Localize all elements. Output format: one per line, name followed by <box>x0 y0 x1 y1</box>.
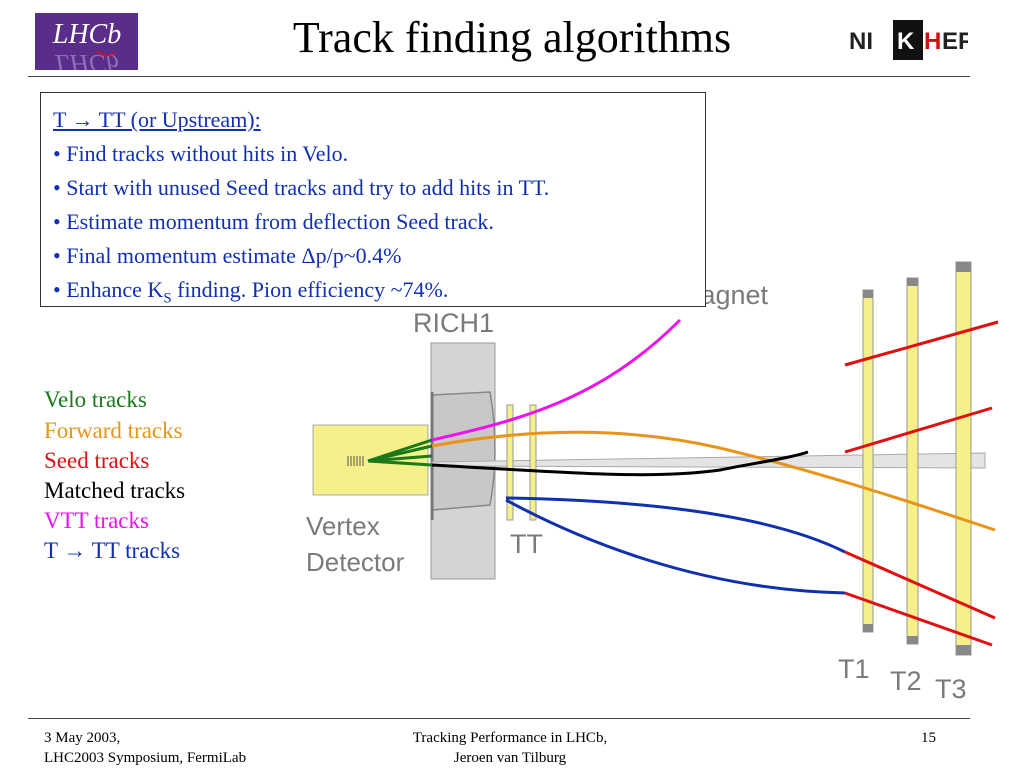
box-heading: T → TT (or Upstream): <box>53 107 261 132</box>
legend-vtt-tracks: VTT tracks <box>44 508 149 533</box>
nikhef-logo: NI K H EF <box>846 18 973 62</box>
bullet-1: • Find tracks without hits in Velo. <box>53 141 349 166</box>
rich1-label: RICH1 <box>413 308 494 338</box>
svg-text:H: H <box>924 28 941 55</box>
bullet-2: • Start with unused Seed tracks and try … <box>53 175 550 200</box>
vertex-label-2: Detector <box>306 547 405 577</box>
seed-track-4 <box>844 591 993 647</box>
tt-label: TT <box>510 529 543 559</box>
footer-talk-title: Tracking Performance in LHCb, <box>412 730 608 746</box>
legend-matched-tracks: Matched tracks <box>44 478 186 503</box>
t2-label: T2 <box>890 666 922 696</box>
page-title: Track finding algorithms <box>292 13 732 62</box>
svg-text:K: K <box>897 28 915 55</box>
legend-forward-tracks: Forward tracks <box>44 418 183 443</box>
legend-seed-tracks: Seed tracks <box>44 448 150 473</box>
legend-velo-tracks: Velo tracks <box>44 387 147 412</box>
forward-track <box>431 430 996 532</box>
velo-track-4 <box>367 459 433 467</box>
footer-date: 3 May 2003, <box>44 730 121 746</box>
t3-label: T3 <box>935 674 967 704</box>
vertex-label-1: Vertex <box>306 511 380 541</box>
vtt-track <box>431 318 682 442</box>
header-rule <box>28 76 970 77</box>
t1-station <box>862 289 874 633</box>
footer-rule <box>28 718 970 719</box>
tt-station-a <box>506 404 514 521</box>
footer-left: 3 May 2003, LHC2003 Symposium, FermiLab <box>44 728 246 768</box>
seed-track-2 <box>844 406 993 454</box>
lhcb-logo: LHCb LHCb <box>35 13 138 78</box>
t-tt-track-2 <box>505 498 846 595</box>
seed-track-1 <box>844 320 999 367</box>
rich1-mirror <box>431 391 496 511</box>
legend-t-tt-tracks: T → TT tracks <box>44 538 181 563</box>
beam-pipe <box>431 452 986 469</box>
tt-station-b <box>529 404 537 521</box>
svg-text:EF: EF <box>942 28 968 55</box>
velo-track-2 <box>367 444 433 463</box>
algorithm-info-box: T → TT (or Upstream): • Find tracks with… <box>40 92 706 307</box>
seed-track-3 <box>844 550 996 620</box>
footer-author: Jeroen van Tilburg <box>453 750 567 766</box>
matched-track <box>431 450 809 477</box>
t2-station <box>906 277 919 645</box>
svg-text:NI: NI <box>849 28 873 55</box>
page-number: 15 <box>921 730 936 746</box>
t-tt-track-1 <box>505 496 846 554</box>
bullet-4: • Final momentum estimate Δp/p~0.4% <box>53 243 402 268</box>
footer-center: Tracking Performance in LHCb, Jeroen van… <box>360 728 660 768</box>
bullet-5: • Enhance KS finding. Pion efficiency ~7… <box>53 277 449 307</box>
bullet-3: • Estimate momentum from deflection Seed… <box>53 209 494 234</box>
t1-label: T1 <box>838 654 870 684</box>
t3-station <box>955 261 972 656</box>
footer-event: LHC2003 Symposium, FermiLab <box>44 750 247 766</box>
svg-text:LHCb: LHCb <box>52 19 121 50</box>
